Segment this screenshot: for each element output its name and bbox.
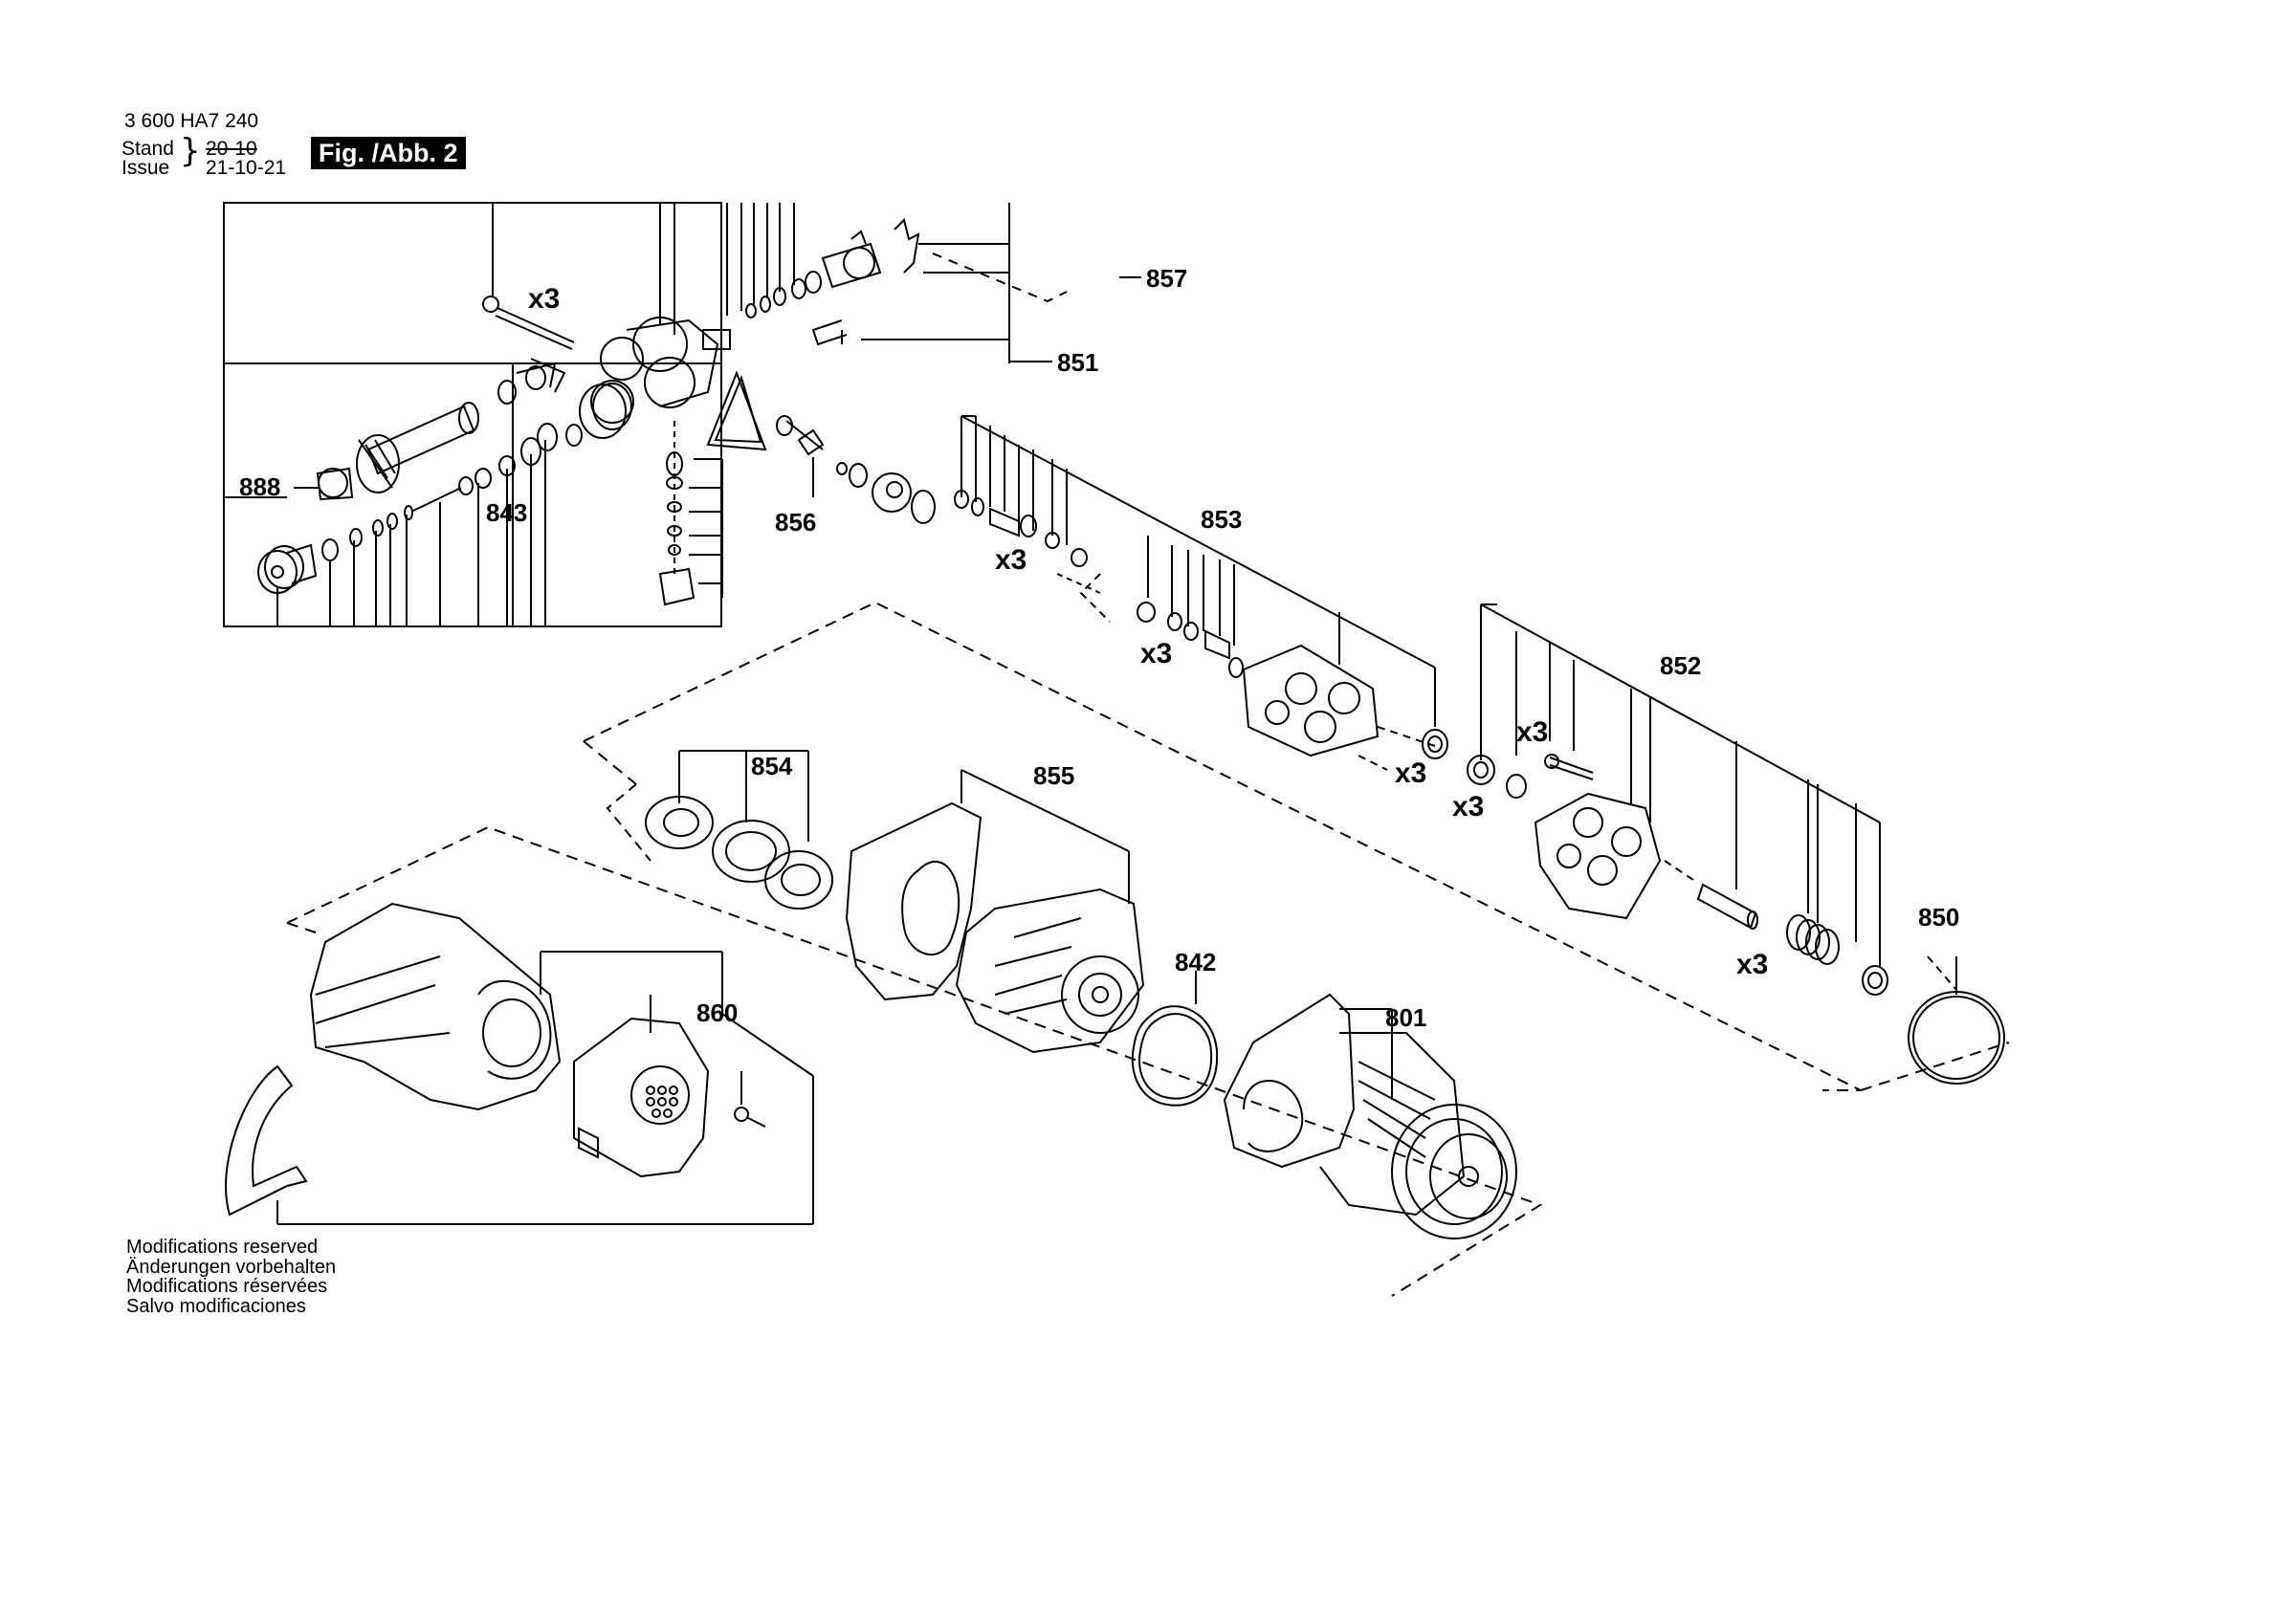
- callout-843: 843: [486, 498, 527, 527]
- quantity-mark: x3: [1516, 716, 1548, 748]
- callout-888: 888: [239, 472, 280, 501]
- retaining-clips: [811, 218, 920, 346]
- leader-851: [861, 203, 1052, 363]
- issue-date: 21-10-21: [206, 157, 287, 179]
- cylinder-sleeve: [356, 402, 479, 493]
- note-line: Salvo modificaciones: [126, 1295, 306, 1317]
- callout-855: 855: [1033, 761, 1074, 790]
- quantity-mark: x3: [995, 544, 1027, 576]
- o-ring-842: [1131, 971, 1219, 1107]
- o-ring-850: [1908, 955, 2005, 1085]
- note-line: Modifications reserved: [126, 1237, 319, 1258]
- stand-date: 20-10: [206, 138, 257, 160]
- document-number: 3 600 HA7 240: [124, 110, 259, 132]
- callout-801: 801: [1385, 1003, 1426, 1032]
- motor-housing-860: [225, 902, 814, 1225]
- callout-851: 851: [1057, 348, 1098, 377]
- subassembly-851-frame: [223, 202, 795, 627]
- quantity-labels: x3 x3 x3 x3 x3 x3 x3: [528, 283, 1768, 980]
- small-rings-left: [321, 358, 566, 561]
- part-856-components: [776, 415, 936, 524]
- issue-label: Issue: [121, 157, 170, 179]
- subassembly-853: [954, 415, 1448, 771]
- motor-801: [1223, 993, 1517, 1239]
- triangle-clip: [516, 362, 767, 451]
- quantity-mark: x3: [1736, 949, 1768, 980]
- callout-852: 852: [1660, 651, 1701, 680]
- stand-label: Stand: [121, 138, 174, 160]
- subassembly-852: [1467, 603, 1888, 996]
- note-line: Änderungen vorbehalten: [126, 1256, 337, 1278]
- callout-842: 842: [1175, 948, 1216, 976]
- header-brace: }: [180, 132, 201, 170]
- note-line: Modifications réservées: [126, 1276, 328, 1297]
- leader-857: [932, 252, 1141, 303]
- piston-cup: [565, 383, 632, 447]
- long-bolt: [482, 296, 575, 350]
- vertical-valve-stack: [658, 421, 723, 606]
- quantity-mark: x3: [528, 283, 560, 315]
- callout-857: 857: [1146, 264, 1187, 293]
- housing-855: [845, 769, 1145, 1054]
- nozzle-cap: [257, 543, 318, 594]
- callout-labels: 857 851 888 843 856 853 852 854 855 850 …: [239, 264, 1959, 1032]
- callout-850: 850: [1918, 903, 1959, 932]
- callout-854: 854: [751, 752, 793, 780]
- dashed-motor-frame: [286, 825, 1543, 1297]
- leader-854: [606, 750, 833, 910]
- quantity-mark: x3: [1140, 638, 1172, 669]
- callout-860: 860: [696, 998, 738, 1027]
- nozzle-888: [294, 467, 354, 501]
- quantity-mark: x3: [1395, 757, 1426, 789]
- quantity-mark: x3: [1452, 791, 1484, 822]
- modification-notes: Modifications reserved Änderungen vorbeh…: [126, 1238, 336, 1316]
- inlet-fitting: [745, 230, 882, 318]
- callout-856: 856: [775, 508, 816, 537]
- callout-853: 853: [1201, 505, 1242, 534]
- dashed-pump-frame: [583, 601, 2010, 1091]
- figure-label: Fig. /Abb. 2: [311, 137, 466, 169]
- valve-body: [590, 317, 731, 424]
